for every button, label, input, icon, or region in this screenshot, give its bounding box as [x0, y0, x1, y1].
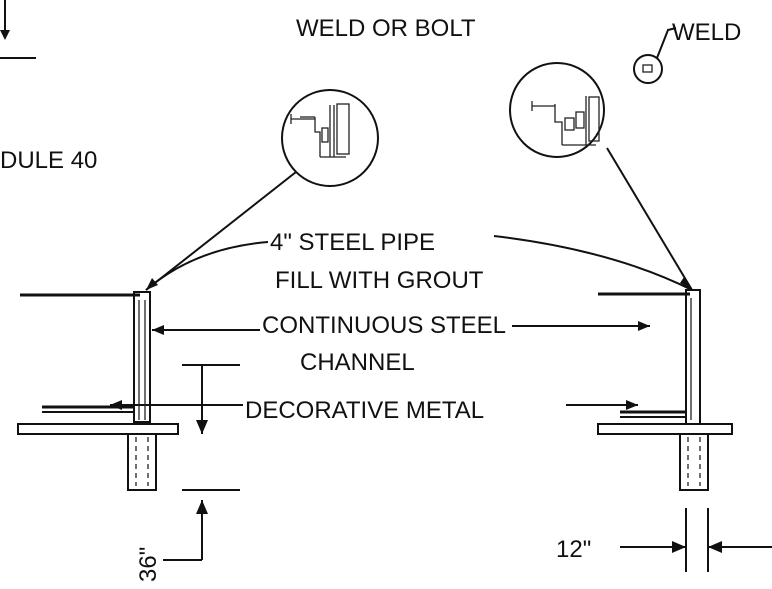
label-steel-pipe: 4" STEEL PIPE	[270, 229, 435, 256]
label-decorative-metal: DECORATIVE METAL	[245, 397, 484, 424]
left-detail-circle	[281, 89, 379, 187]
dimension-36	[163, 364, 240, 561]
weld-callout	[633, 27, 677, 84]
label-channel: CHANNEL	[300, 349, 415, 376]
label-schedule-40: DULE 40	[0, 147, 97, 174]
dimension-12	[620, 508, 772, 572]
corner-fragment	[0, 0, 36, 59]
label-fill-grout: FILL WITH GROUT	[275, 267, 484, 294]
label-continuous-steel: CONTINUOUS STEEL	[262, 312, 506, 339]
steel-pipe-leaders	[145, 235, 693, 291]
label-dimension-36: 36"	[135, 547, 162, 582]
right-railing	[597, 289, 733, 491]
label-weld-or-bolt: WELD OR BOLT	[296, 15, 476, 42]
left-railing	[17, 291, 179, 491]
right-detail-circle	[509, 62, 605, 158]
label-weld: WELD	[672, 19, 741, 46]
circle-leaders	[145, 147, 693, 291]
channel-leaders	[152, 321, 650, 335]
label-dimension-12: 12"	[556, 536, 591, 563]
